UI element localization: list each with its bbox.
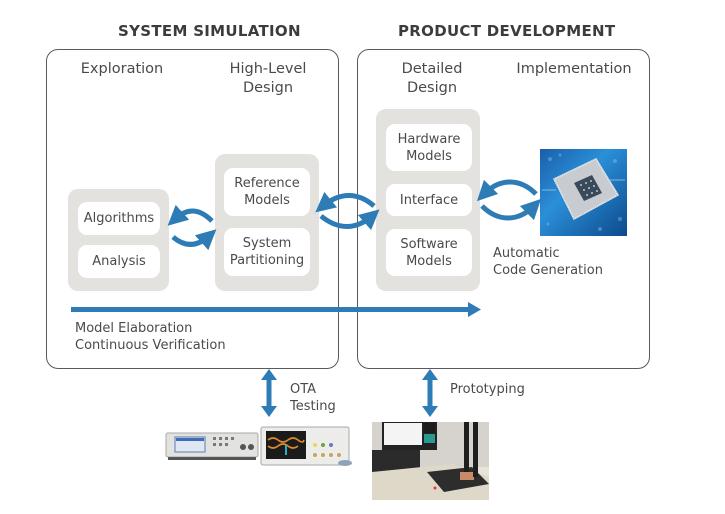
automatic-code-generation-label: Automatic Code Generation xyxy=(493,246,603,278)
prototyping-double-arrow xyxy=(422,369,438,417)
column-header-detailed-design: Detailed Design xyxy=(401,61,463,96)
algorithms-box: Algorithms xyxy=(78,202,160,235)
hardware-models-box: Hardware Models xyxy=(386,124,472,171)
column-header-high-level-design: High-Level Design xyxy=(229,61,307,96)
section-title-product-development: PRODUCT DEVELOPMENT xyxy=(398,22,616,40)
column-header-implementation: Implementation xyxy=(516,61,632,77)
ota-double-arrow xyxy=(261,369,277,417)
prototyping-label: Prototyping xyxy=(450,382,525,397)
model-elaboration-label: Model Elaboration Continuous Verificatio… xyxy=(75,321,226,353)
software-models-box: Software Models xyxy=(386,229,472,276)
test-instruments-image xyxy=(163,425,363,470)
prototype-hardware-image xyxy=(372,422,489,500)
section-title-system-simulation: SYSTEM SIMULATION xyxy=(118,22,301,40)
system-simulation-panel xyxy=(46,49,339,369)
reference-models-box: Reference Models xyxy=(224,168,310,216)
column-header-exploration: Exploration xyxy=(80,61,164,77)
product-development-panel xyxy=(357,49,650,369)
analysis-box: Analysis xyxy=(78,245,160,278)
interface-box: Interface xyxy=(386,184,472,216)
processor-chip-image xyxy=(540,149,627,236)
system-partitioning-box: System Partitioning xyxy=(224,228,310,276)
ota-testing-label: OTA Testing xyxy=(290,382,336,414)
